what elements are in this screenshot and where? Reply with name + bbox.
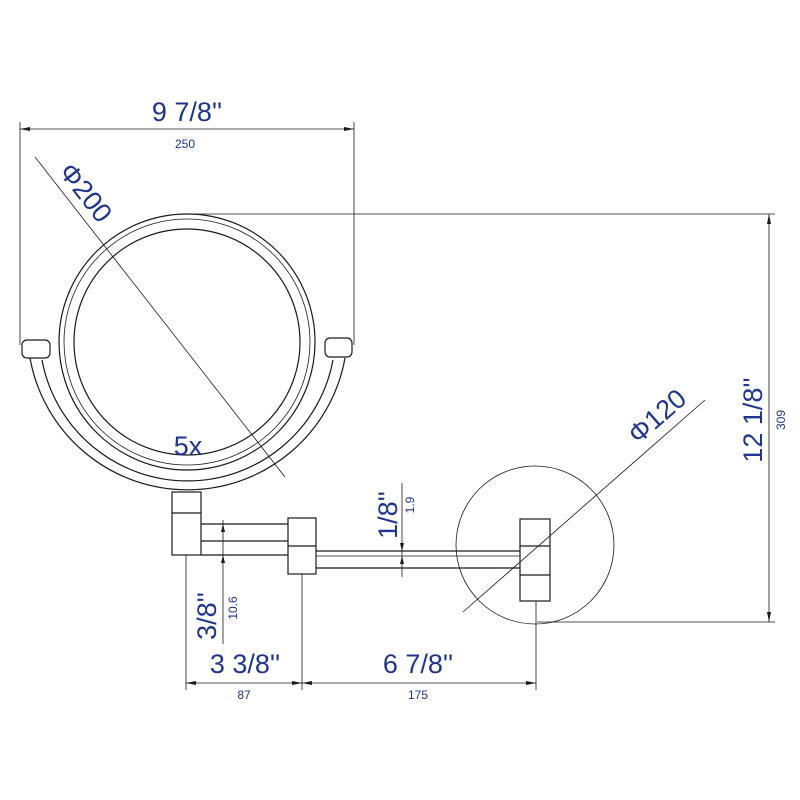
arm1-length-imperial: 3 3/8'' (210, 649, 280, 679)
rod-thickness-dimension: 1/8'' 1.9 (373, 483, 417, 577)
mirror-head: 5x (21, 213, 353, 491)
overall-width-metric: 250 (175, 137, 195, 151)
base-diameter-dimension: Φ120 (462, 383, 706, 613)
arm-thickness-dimension: 3/8'' 10.6 (192, 520, 240, 644)
base-diameter-label: Φ120 (622, 383, 692, 449)
swing-arm-assembly (171, 465, 615, 625)
rod-thickness-imperial: 1/8'' (373, 491, 403, 539)
magnification-label: 5x (174, 431, 203, 461)
arm2-length-imperial: 6 7/8'' (383, 649, 453, 679)
overall-height-imperial: 12 1/8'' (738, 377, 768, 462)
arm-thickness-imperial: 3/8'' (192, 592, 222, 640)
mirror-diameter-dimension: Φ200 (34, 156, 286, 478)
overall-height-metric: 309 (774, 410, 788, 430)
arm-length-dimensions: 3 3/8'' 87 6 7/8'' 175 (185, 555, 537, 702)
rod-thickness-metric: 1.9 (403, 496, 417, 513)
arm1-length-metric: 87 (237, 688, 251, 702)
left-pivot-knob (21, 339, 51, 359)
arm2-length-metric: 175 (408, 688, 428, 702)
right-pivot-knob (324, 337, 353, 358)
wall-plate-circle (455, 465, 615, 625)
arm-thickness-metric: 10.6 (226, 596, 240, 620)
mirror-joint-block (171, 491, 202, 556)
overall-width-dimension: 9 7/8'' 250 (19, 97, 355, 345)
overall-height-dimension: 12 1/8'' 309 (190, 213, 788, 623)
overall-width-imperial: 9 7/8'' (152, 97, 222, 127)
wall-mount-block (519, 518, 551, 602)
